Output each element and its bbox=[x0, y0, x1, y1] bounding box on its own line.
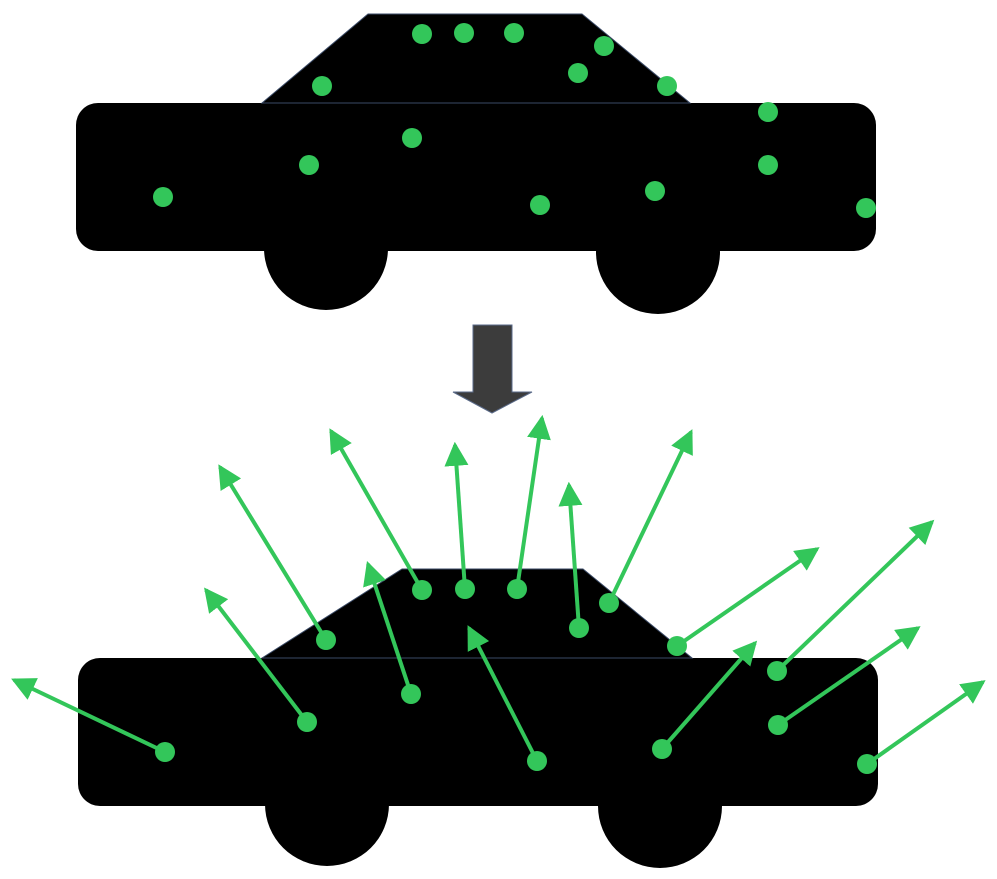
normal-arrow bbox=[363, 560, 413, 695]
sample-point bbox=[504, 23, 524, 43]
normal-arrow bbox=[675, 547, 820, 648]
sample-point bbox=[667, 636, 687, 656]
sample-point bbox=[569, 618, 589, 638]
sample-point bbox=[768, 715, 788, 735]
sample-point bbox=[402, 128, 422, 148]
normal-arrow bbox=[775, 519, 935, 673]
sample-point bbox=[652, 739, 672, 759]
car-after bbox=[11, 414, 986, 868]
sample-points bbox=[153, 23, 876, 218]
normal-arrow bbox=[204, 587, 309, 724]
sample-point bbox=[527, 751, 547, 771]
sample-point bbox=[412, 24, 432, 44]
down-arrow-icon bbox=[452, 324, 533, 414]
normal-arrow bbox=[329, 428, 424, 591]
sample-point bbox=[568, 63, 588, 83]
sample-point bbox=[530, 195, 550, 215]
sample-point bbox=[455, 579, 475, 599]
sample-point bbox=[856, 198, 876, 218]
normal-arrow bbox=[660, 640, 758, 751]
sample-point bbox=[767, 661, 787, 681]
normal-arrow bbox=[218, 464, 328, 642]
sample-point bbox=[758, 102, 778, 122]
sample-point bbox=[645, 181, 665, 201]
normal-arrow bbox=[776, 626, 921, 727]
normal-vectors bbox=[11, 414, 986, 766]
sample-point bbox=[312, 76, 332, 96]
sample-point bbox=[657, 76, 677, 96]
sample-point bbox=[758, 155, 778, 175]
car-before bbox=[76, 13, 876, 314]
sample-point bbox=[299, 155, 319, 175]
normal-arrow bbox=[467, 625, 539, 762]
sample-point bbox=[454, 23, 474, 43]
normal-arrow bbox=[515, 414, 551, 590]
car-silhouette-icon bbox=[76, 13, 876, 314]
sample-point bbox=[412, 580, 432, 600]
sample-point bbox=[153, 187, 173, 207]
sample-point bbox=[857, 754, 877, 774]
normal-arrow bbox=[11, 678, 166, 754]
sample-point bbox=[297, 712, 317, 732]
sample-point bbox=[155, 742, 175, 762]
sample-point bbox=[316, 630, 336, 650]
sample-point bbox=[594, 36, 614, 56]
sample-point bbox=[599, 593, 619, 613]
normal-arrow bbox=[444, 441, 469, 590]
car-silhouette-icon bbox=[78, 568, 878, 868]
sample-points bbox=[155, 579, 877, 774]
normal-arrow bbox=[607, 429, 693, 604]
normal-arrow bbox=[558, 481, 583, 629]
sample-point bbox=[507, 579, 527, 599]
sample-point bbox=[401, 684, 421, 704]
normal-arrow bbox=[865, 680, 986, 766]
